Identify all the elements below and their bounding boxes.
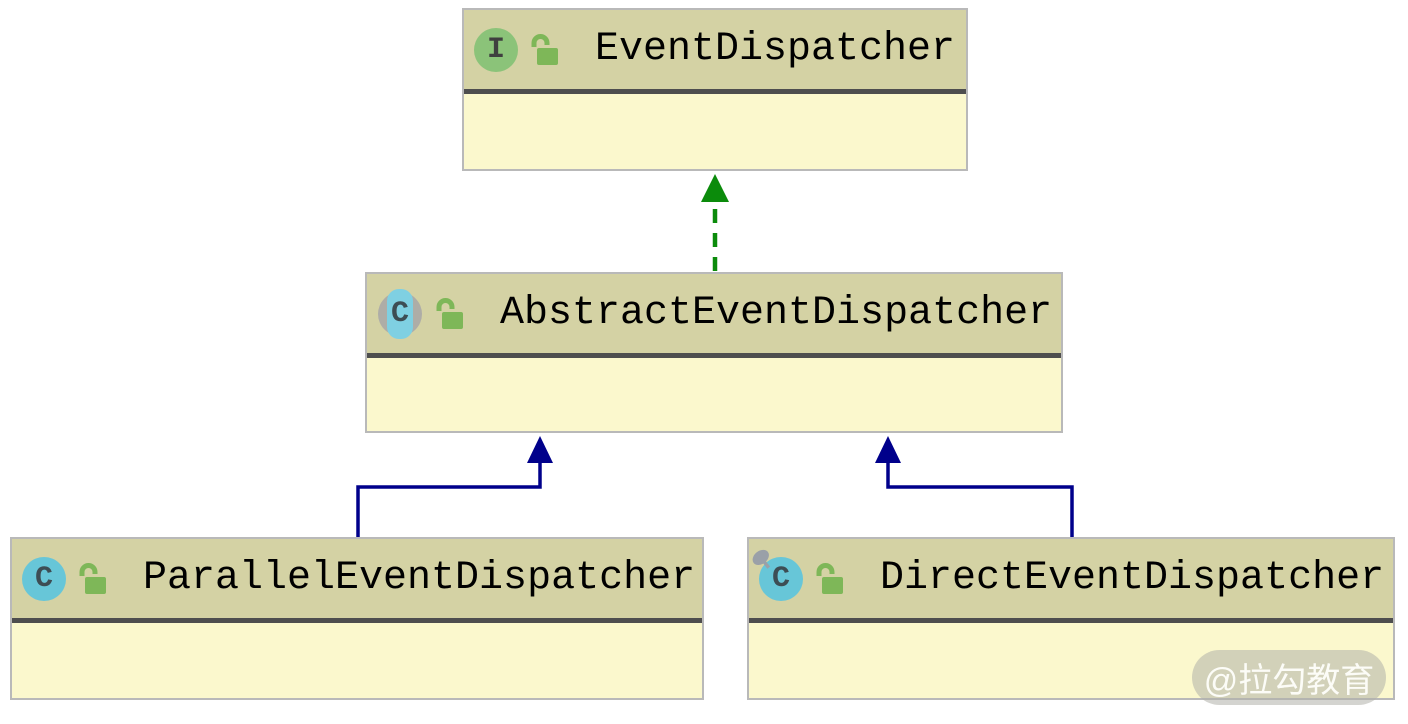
class-badge-letter: C [771, 561, 790, 596]
class-node-paralleleventdispatcher[interactable]: C ParallelEventDispatcher [10, 537, 704, 700]
class-name: AbstractEventDispatcher [500, 291, 1053, 336]
class-header: C ParallelEventDispatcher [12, 539, 702, 623]
class-name: EventDispatcher [595, 27, 956, 72]
class-node-abstracteventdispatcher[interactable]: C AbstractEventDispatcher [365, 272, 1063, 433]
implements-edge [701, 174, 729, 271]
class-members-section [464, 94, 966, 169]
class-header: C AbstractEventDispatcher [367, 274, 1061, 358]
public-unlock-icon [79, 563, 106, 594]
implements-arrowhead [701, 174, 729, 202]
public-unlock-icon [816, 563, 843, 594]
class-badge-letter: C [34, 561, 53, 596]
extends-edge-direct [875, 436, 1074, 537]
final-class-icon: C [752, 549, 803, 601]
class-node-directeventdispatcher[interactable]: C DirectEventDispatcher [747, 537, 1395, 700]
watermark-badge: @拉勾教育 [1192, 650, 1386, 705]
watermark-text: @拉勾教育 [1203, 662, 1375, 700]
extends-arrowhead-right [875, 436, 901, 463]
extends-arrowhead-left [527, 436, 553, 463]
class-members-section [367, 358, 1061, 431]
abstract-icon-pill [387, 288, 413, 339]
public-unlock-icon [436, 298, 463, 329]
class-header: C DirectEventDispatcher [749, 539, 1393, 623]
interface-icon: I [474, 27, 518, 72]
class-badge-letter: C [390, 296, 409, 331]
abstract-class-icon: C [377, 288, 423, 339]
public-unlock-icon [531, 34, 558, 65]
class-name: DirectEventDispatcher [880, 556, 1385, 601]
class-node-eventdispatcher[interactable]: I EventDispatcher [462, 8, 968, 171]
class-icon: C [22, 556, 66, 601]
extends-edge-parallel [356, 436, 553, 537]
interface-badge-letter: I [486, 32, 505, 67]
class-name: ParallelEventDispatcher [143, 556, 696, 601]
class-header: I EventDispatcher [464, 10, 966, 94]
class-members-section [12, 623, 702, 698]
